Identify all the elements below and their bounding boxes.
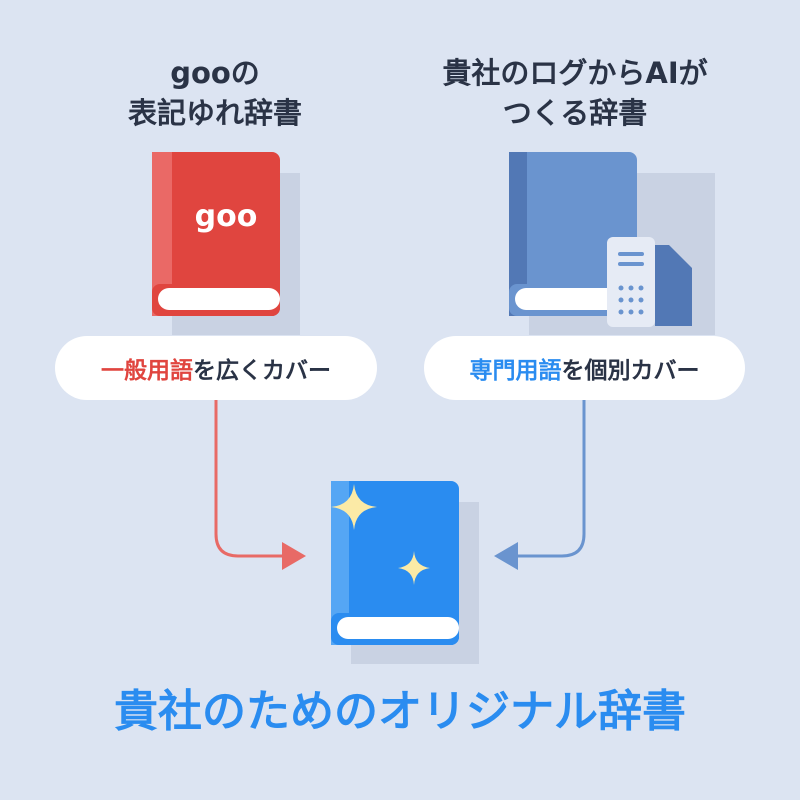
caption-text: を広くカバー	[193, 358, 331, 384]
arrow-left-icon	[494, 400, 586, 570]
heading-line: 表記ゆれ辞書	[127, 96, 302, 130]
log-document-icon	[607, 237, 692, 327]
caption-highlight: 専門用語	[469, 358, 562, 384]
result-title: 貴社のためのオリジナル辞書	[114, 686, 686, 737]
heading-line: つくる辞書	[502, 96, 648, 130]
goo-logo: goo	[195, 199, 258, 234]
caption-highlight: 一般用語	[101, 358, 193, 384]
sparkle-icon	[331, 484, 377, 530]
specialized-terms-caption: 専門用語を個別カバー	[424, 336, 745, 400]
ai-dictionary-heading: 貴社のログからAIが つくる辞書	[405, 53, 745, 133]
general-terms-caption: 一般用語を広くカバー	[55, 336, 377, 400]
goo-dictionary-book-icon: goo	[152, 152, 300, 335]
sparkle-icon	[398, 551, 430, 585]
arrow-right-icon	[214, 400, 306, 570]
goo-dictionary-heading: gooの 表記ゆれ辞書	[45, 53, 385, 133]
original-dictionary-book-icon	[331, 481, 479, 664]
ai-dictionary-book-icon	[509, 152, 715, 335]
caption-text: を個別カバー	[561, 358, 700, 384]
heading-line: gooの	[170, 56, 260, 90]
heading-line: 貴社のログからAIが	[442, 56, 708, 90]
